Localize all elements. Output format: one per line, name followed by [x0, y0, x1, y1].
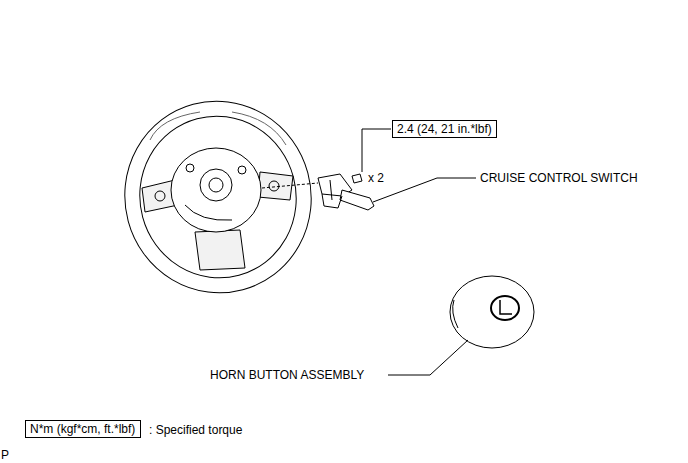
hub-screw — [186, 164, 194, 172]
cruise-switch-lever — [340, 190, 374, 210]
cruise-switch-detail — [322, 180, 342, 208]
install-line — [262, 183, 318, 188]
hub-center — [200, 169, 232, 201]
legend-note: : Specified torque — [149, 423, 242, 437]
page-mark: P — [1, 448, 9, 462]
horn-button — [450, 276, 534, 348]
leader-line — [388, 340, 468, 375]
wheel-hub — [171, 148, 261, 232]
wheel-rim-inner — [122, 99, 315, 296]
horn-button-edge — [453, 300, 458, 328]
lower-spoke — [195, 230, 245, 270]
part-name: HORN BUTTON ASSEMBLY — [210, 368, 364, 382]
rim-seam — [232, 112, 286, 145]
unit-box: N*m (kgf*cm, ft.*lbf) — [25, 420, 141, 438]
node-text: 2.4 (24, 21 in.*lbf) — [397, 122, 492, 136]
hub-boss — [209, 178, 223, 192]
node-text: N*m (kgf*cm, ft.*lbf) — [30, 422, 136, 436]
leader-line — [362, 129, 391, 172]
spoke-button — [269, 181, 279, 191]
bolt — [352, 174, 362, 183]
part-name: CRUISE CONTROL SWITCH — [480, 171, 638, 185]
hub-wire — [185, 205, 232, 220]
hub-screw — [238, 166, 246, 174]
torque-box: 2.4 (24, 21 in.*lbf) — [392, 120, 497, 138]
lexus-emblem-l — [500, 300, 512, 314]
wheel-rim — [103, 80, 332, 314]
leader-line — [373, 178, 476, 202]
spoke-button — [155, 191, 165, 201]
quantity-label: x 2 — [368, 171, 384, 185]
rim-seam — [150, 112, 200, 140]
lexus-emblem — [491, 296, 519, 320]
